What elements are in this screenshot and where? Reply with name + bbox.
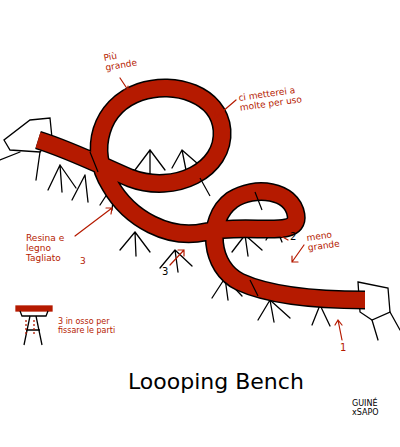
annotation-note: ci metterei a molte per uso <box>238 83 318 113</box>
callout-number: 2 <box>290 231 300 242</box>
callout-number: 1 <box>340 342 350 353</box>
bench-title: Loooping Bench <box>128 370 304 394</box>
callout-number: 3 <box>162 266 172 277</box>
annotation-note: 3 in osso per fissare le parti <box>58 318 122 336</box>
annotation-note: Resina e legno Tagliato <box>26 234 76 264</box>
annotation-note: meno grande <box>306 226 368 254</box>
callout-number: 3 <box>80 257 90 267</box>
annotation-note: Più grande <box>103 47 146 73</box>
signature: GUINÉ xSAPO <box>352 400 396 418</box>
